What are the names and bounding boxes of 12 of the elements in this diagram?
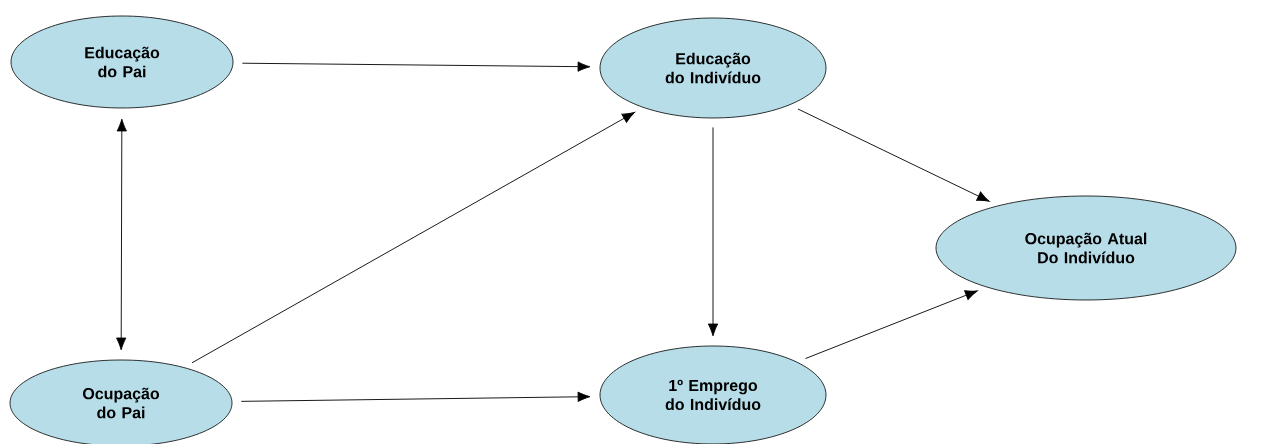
ellipse-node: Educação do Pai bbox=[10, 15, 234, 109]
arrow bbox=[707, 126, 719, 337]
ellipse-node: Ocupação Atual Do Indivíduo bbox=[935, 195, 1237, 301]
arrow bbox=[240, 391, 591, 402]
ellipse-node: Educação do Indivíduo bbox=[599, 17, 827, 119]
arrow bbox=[191, 112, 635, 364]
ellipse-node: 1º Emprego do Indivíduo bbox=[599, 345, 827, 444]
ellipse-node: Ocupação do Pai bbox=[9, 359, 233, 444]
arrow bbox=[241, 61, 591, 72]
arrow bbox=[116, 118, 127, 351]
arrow bbox=[805, 290, 978, 359]
arrow bbox=[797, 108, 990, 202]
